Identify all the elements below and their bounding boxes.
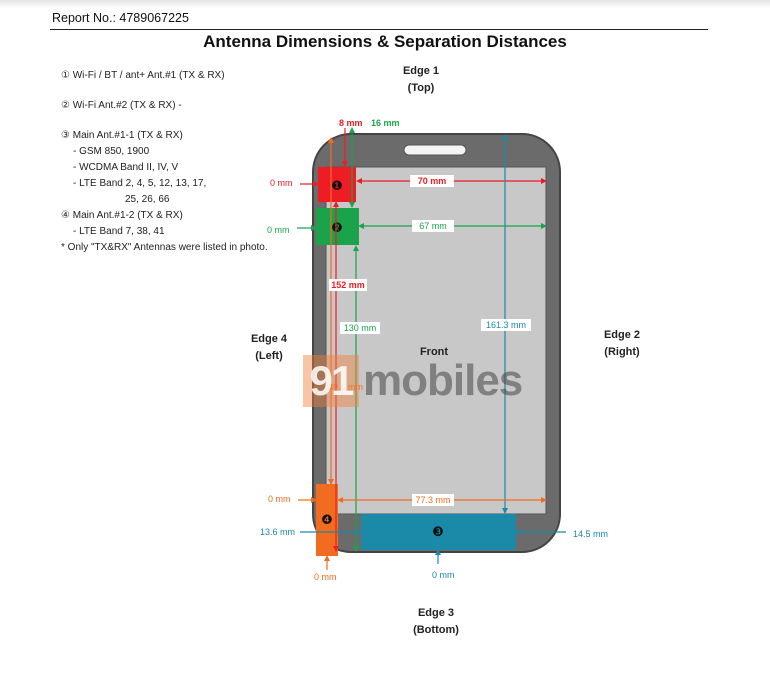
antenna-3-marker: ❸ (432, 524, 444, 539)
watermark-text: mobiles (363, 356, 523, 405)
page-title: Antenna Dimensions & Separation Distance… (203, 32, 567, 51)
label-8mm: 8 mm (339, 118, 363, 128)
label-152mm: 152 mm (331, 280, 365, 290)
label-130mm: 130 mm (344, 323, 377, 333)
legend-line-6: - LTE Band 2, 4, 5, 12, 13, 17, (73, 178, 207, 189)
front-label: Front (420, 346, 448, 358)
antenna-4-block (316, 484, 338, 556)
legend-line-10: * Only "TX&RX" Antennas were listed in p… (61, 242, 268, 253)
legend-line-2: ② Wi-Fi Ant.#2 (TX & RX) - (61, 100, 182, 111)
legend-line-3: ③ Main Ant.#1-1 (TX & RX) (61, 130, 183, 141)
label-ant4-left-0mm: 0 mm (268, 494, 291, 504)
watermark-logo: 91 mobiles (303, 355, 553, 407)
label-13-6mm: 13.6 mm (260, 527, 295, 537)
legend-line-1: ① Wi-Fi / BT / ant+ Ant.#1 (TX & RX) (61, 70, 225, 81)
label-ant4-bottom-0mm: 0 mm (314, 572, 337, 582)
legend-line-9: - LTE Band 7, 38, 41 (73, 226, 165, 237)
label-ant3-bottom-0mm: 0 mm (432, 570, 455, 580)
label-139-6mm: 139.6 mm (323, 382, 363, 392)
legend-line-4: - GSM 850, 1900 (73, 146, 150, 157)
watermark-badge: 91 (303, 355, 359, 407)
header-rule (50, 29, 708, 30)
report-value: 4789067225 (119, 11, 189, 25)
label-161-3mm: 161.3 mm (486, 320, 526, 330)
legend-line-7: 25, 26, 66 (125, 194, 170, 205)
label-16mm: 16 mm (371, 118, 400, 128)
label-77-3mm: 77.3 mm (415, 495, 450, 505)
page-top-shadow (0, 0, 770, 8)
edge-top-label: Edge 1 (Top) (402, 65, 440, 94)
report-number: Report No.: 4789067225 (52, 11, 189, 25)
label-67mm: 67 mm (419, 221, 447, 231)
antenna-legend: ① Wi-Fi / BT / ant+ Ant.#1 (TX & RX) ② W… (61, 68, 268, 256)
report-label: Report No.: (52, 11, 116, 25)
legend-line-8: ④ Main Ant.#1-2 (TX & RX) (61, 210, 183, 221)
antenna-2-marker: ❷ (331, 220, 343, 235)
antenna-4-marker: ❹ (321, 512, 333, 527)
edge-left-label: Edge 4 (Left) (250, 333, 288, 362)
label-ant1-left-0mm: 0 mm (270, 178, 293, 188)
label-70mm: 70 mm (418, 176, 447, 186)
antenna-1-marker: ❶ (331, 178, 343, 193)
edge-right-label: Edge 2 (Right) (603, 329, 641, 358)
earpiece-slot (403, 144, 467, 156)
legend-line-5: - WCDMA Band II, IV, V (73, 162, 179, 173)
antenna-3-block (361, 514, 516, 550)
edge-bottom-label: Edge 3 (Bottom) (413, 607, 459, 636)
label-ant2-left-0mm: 0 mm (267, 225, 290, 235)
label-14-5mm: 14.5 mm (573, 529, 608, 539)
